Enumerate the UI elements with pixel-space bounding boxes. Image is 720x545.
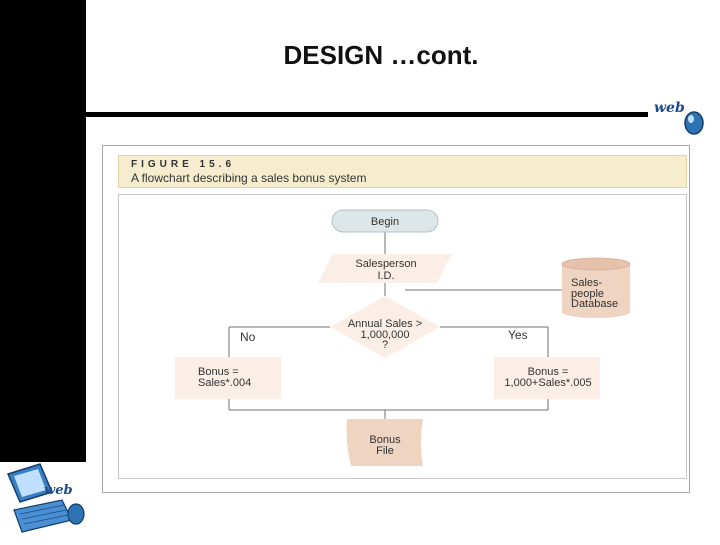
database-label-line3: Database [571, 298, 618, 310]
branch-no-label: No [240, 330, 256, 344]
computer-web-logo-icon: web [0, 462, 90, 545]
bonus-no-line1: Bonus = [198, 366, 239, 378]
figure-caption: A flowchart describing a sales bonus sys… [131, 171, 367, 185]
annual-sales-decision [330, 296, 440, 358]
salesperson-id-label: I.D. [377, 270, 394, 282]
bonus-file-line1: Bonus [369, 434, 401, 446]
salesperson-label: Salesperson [355, 258, 416, 270]
begin-terminator [331, 209, 439, 233]
salespeople-database [561, 257, 631, 318]
begin-label: Begin [371, 216, 399, 228]
slide-title: DESIGN …cont. [283, 40, 479, 70]
title-underline [86, 112, 648, 117]
svg-text:web: web [654, 100, 685, 116]
web-logo-icon: web [650, 97, 710, 139]
branch-yes-label: Yes [508, 328, 528, 342]
database-label-line1: Sales- [571, 277, 603, 289]
bonus-no-process [175, 357, 281, 399]
decision-label-line2: 1,000,000 [361, 329, 410, 341]
bonus-yes-line2: 1,000+Sales*.005 [504, 377, 591, 389]
bonus-yes-process [494, 357, 600, 399]
bonus-file-output [346, 419, 423, 466]
figure-caption-band: FIGURE 15.6 A flowchart describing a sal… [118, 155, 687, 188]
bonus-file-line2: File [376, 445, 394, 457]
decision-label-line1: Annual Sales > [348, 318, 422, 330]
decision-label-line3: ? [382, 339, 388, 351]
bonus-no-line2: Sales*.004 [198, 377, 251, 389]
database-label-line2: people [571, 288, 604, 300]
salesperson-input [318, 254, 452, 283]
figure-label: FIGURE 15.6 [131, 159, 236, 170]
diagram-frame [118, 194, 687, 479]
left-sidebar-bar [0, 0, 86, 462]
bonus-yes-line1: Bonus = [528, 366, 569, 378]
svg-text:web: web [44, 483, 73, 498]
connector-lines [228, 232, 562, 419]
